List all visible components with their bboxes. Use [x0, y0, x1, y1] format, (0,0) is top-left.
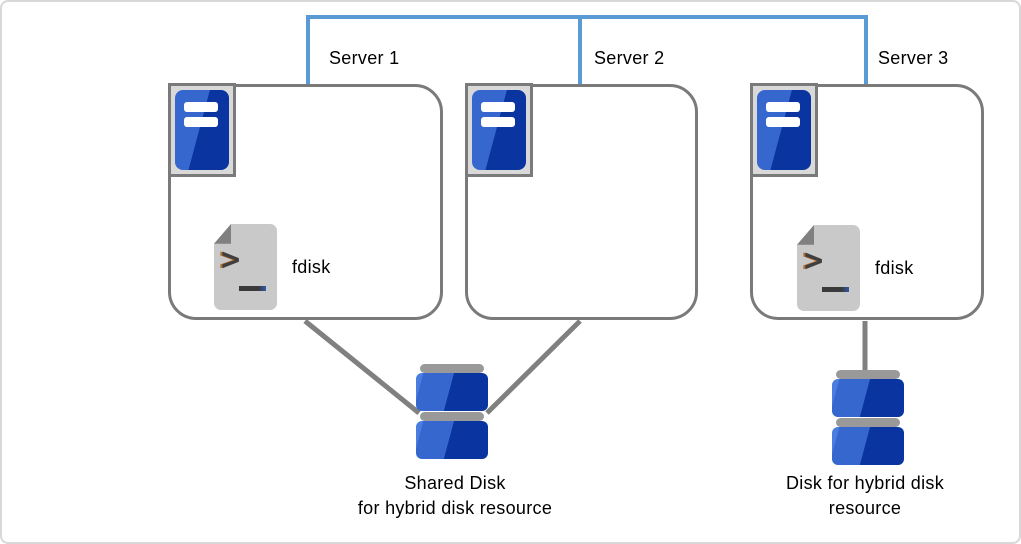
prompt-glyph: >: [804, 241, 824, 279]
terminal-script-icon: >: [214, 224, 277, 310]
tower-slot: [184, 102, 218, 112]
server-tower-icon: [465, 83, 533, 177]
prompt-glyph: >: [221, 240, 241, 278]
tower-slot: [481, 117, 515, 127]
tower-slot: [184, 117, 218, 127]
fdisk-badge-server1: > fdisk: [214, 224, 331, 310]
server-tower-glyph: [175, 90, 229, 170]
shared-disk-icon: [416, 364, 488, 460]
shared-disk-label: Shared Disk for hybrid disk resource: [295, 471, 615, 521]
network-link-line: [306, 15, 868, 84]
shared-disk-label-line2: for hybrid disk resource: [357, 498, 553, 518]
disk-drum: [832, 427, 904, 465]
tower-slot: [766, 102, 800, 112]
disk-connection-line-server2: [485, 319, 582, 415]
fdisk-badge-server3: > fdisk: [797, 225, 914, 311]
server-2-label: Server 2: [594, 48, 665, 68]
hybrid-disk-label-line1: Disk for hybrid disk: [785, 473, 945, 493]
disk-drum: [416, 421, 488, 459]
hybrid-disk-icon: [832, 370, 904, 466]
terminal-script-icon: >: [797, 225, 860, 311]
hybrid-disk-label: Disk for hybrid disk resource: [745, 471, 985, 521]
shared-disk-label-line1: Shared Disk: [404, 473, 506, 493]
disk-connection-line-server1: [303, 319, 421, 415]
disk-cap: [836, 418, 900, 427]
disk-cap: [420, 412, 484, 421]
server-1-label: Server 1: [329, 48, 400, 68]
disk-drum: [832, 379, 904, 417]
tower-slot: [481, 102, 515, 112]
fdisk-label: fdisk: [875, 257, 914, 278]
server-tower-glyph: [757, 90, 811, 170]
fdisk-label: fdisk: [292, 256, 331, 277]
server-3-label: Server 3: [878, 48, 949, 68]
disk-drum: [416, 373, 488, 411]
tower-slot: [766, 117, 800, 127]
cursor-glyph: [239, 286, 266, 291]
server-tower-icon: [750, 83, 818, 177]
disk-cap: [420, 364, 484, 373]
server-2-box: [465, 84, 698, 320]
server-tower-icon: [168, 83, 236, 177]
disk-cap: [836, 370, 900, 379]
server-tower-glyph: [472, 90, 526, 170]
hybrid-disk-label-line2: resource: [828, 498, 902, 518]
cursor-glyph: [822, 287, 849, 292]
